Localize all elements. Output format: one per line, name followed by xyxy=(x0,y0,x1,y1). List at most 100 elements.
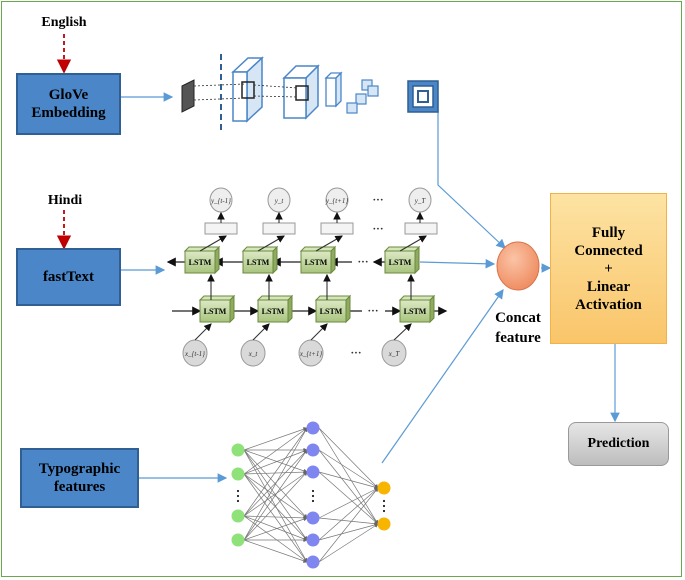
hindi-label: Hindi xyxy=(47,193,83,208)
lstm-ellipsis-mid: ··· xyxy=(372,223,383,235)
neural-network xyxy=(231,421,391,569)
fasttext-box: fastText xyxy=(16,248,121,306)
lstm-gate-box xyxy=(404,222,438,235)
lstm-gate-box xyxy=(262,222,296,235)
nn-edge xyxy=(318,471,379,525)
nn-edge xyxy=(243,471,308,517)
lstm-ellipsis-bottom: ··· xyxy=(350,347,361,359)
lstm-cell-label: LSTM xyxy=(320,307,343,316)
nn-input-node xyxy=(231,467,245,481)
typographic-features-box: Typographic features xyxy=(20,448,139,508)
nn-edge xyxy=(243,427,308,541)
nn-edge xyxy=(243,470,308,475)
nn-edge xyxy=(243,539,308,563)
lstm-input-arrow xyxy=(393,323,412,341)
concat-feature-label: Concat feature xyxy=(495,310,541,347)
nn-input-node xyxy=(231,443,245,457)
lstm-cell-forward-top xyxy=(256,295,294,301)
nn-edge xyxy=(318,523,379,563)
nn-edge xyxy=(318,522,379,541)
nn-hidden-node xyxy=(306,555,320,569)
lstm-cell-backward-top xyxy=(383,246,421,252)
lstm-input-label: x_{t-1} xyxy=(184,350,205,358)
lstm-input-arrow xyxy=(252,323,270,341)
glove-embedding-box: GloVe Embedding xyxy=(16,73,121,135)
nn-ellipsis-dot xyxy=(236,489,240,493)
lstm-to-gate-arrow xyxy=(199,235,227,252)
nn-edge xyxy=(243,515,308,520)
lstm-cell-label: LSTM xyxy=(247,258,270,267)
nn-input-node xyxy=(231,509,245,523)
nn-edge xyxy=(318,427,379,525)
nn-hidden-node xyxy=(306,533,320,547)
nn-ellipsis-dot xyxy=(311,494,315,498)
nn-edge xyxy=(243,449,308,475)
nn-edge xyxy=(318,471,379,490)
nn-edge xyxy=(243,515,308,541)
nn-edge xyxy=(318,449,379,489)
nn-edge xyxy=(243,473,308,541)
lstm-gate-box xyxy=(320,222,354,235)
lstm-cell-backward-top xyxy=(241,246,279,252)
lstm-output-label: y_T xyxy=(414,197,427,205)
nn-hidden-node xyxy=(306,465,320,479)
nn-edge xyxy=(243,473,308,563)
lstm-cell-backward-top xyxy=(183,246,221,252)
fully-connected-box: Fully Connected + Linear Activation xyxy=(550,193,667,344)
lstm-cell-forward-top xyxy=(314,295,352,301)
nn-hidden-node xyxy=(306,443,320,457)
nn-edge xyxy=(243,427,308,475)
nn-input-node xyxy=(231,533,245,547)
nn-ellipsis-dot xyxy=(382,509,386,513)
nn-edge xyxy=(243,449,308,517)
nn-edge xyxy=(243,427,308,517)
lstm-input-label: x_t xyxy=(248,350,259,358)
concat-circle xyxy=(496,241,540,291)
lstm-gate-box xyxy=(204,222,238,235)
nn-to-concat-arrow xyxy=(381,289,504,464)
nn-ellipsis-dot xyxy=(311,489,315,493)
english-label: English xyxy=(41,15,87,30)
prediction-box: Prediction xyxy=(568,422,669,466)
lstm-cell-label: LSTM xyxy=(204,307,227,316)
lstm-to-gate-arrow xyxy=(257,235,285,252)
cnn-icon xyxy=(181,54,439,132)
lstm-input-arrow xyxy=(310,323,328,341)
lstm-output-label: y_{t+1} xyxy=(325,197,349,205)
lstm-to-gate-arrow xyxy=(399,235,427,252)
lstm-input-arrow xyxy=(194,323,212,341)
nn-edge xyxy=(243,515,308,563)
nn-edge xyxy=(243,471,308,541)
lstm-cell-label: LSTM xyxy=(262,307,285,316)
nn-edge xyxy=(318,487,379,563)
lstm-cell-label: LSTM xyxy=(305,258,328,267)
nn-edge xyxy=(318,427,379,489)
nn-edge xyxy=(318,487,379,519)
nn-edge xyxy=(243,517,308,541)
lstm-to-concat-arrow xyxy=(419,258,496,269)
nn-ellipsis-dot xyxy=(311,499,315,503)
nn-edge xyxy=(243,427,308,451)
lstm-network: LSTM LSTM y_{t-1} x_{t-1} LSTM LSTM y_t x_t LSTM… xyxy=(166,187,448,367)
nn-ellipsis-dot xyxy=(236,494,240,498)
lstm-ellipsis-top: ··· xyxy=(372,194,383,206)
lstm-ellipsis-fwd: ··· xyxy=(367,305,378,317)
nn-edge xyxy=(318,487,379,541)
lstm-cell-label: LSTM xyxy=(404,307,427,316)
lstm-cell-forward-top xyxy=(198,295,236,301)
lstm-cell-label: LSTM xyxy=(389,258,412,267)
lstm-cell-label: LSTM xyxy=(189,258,212,267)
lstm-output-label: y_{t-1} xyxy=(210,197,231,205)
nn-hidden-node xyxy=(306,511,320,525)
lstm-input-label: x_{t+1} xyxy=(299,350,323,358)
nn-edge xyxy=(243,449,308,541)
cnn-to-concat-arrow xyxy=(437,97,506,249)
nn-output-node xyxy=(377,481,391,495)
nn-output-node xyxy=(377,517,391,531)
lstm-input-label: x_T xyxy=(388,350,401,358)
nn-edge xyxy=(318,517,379,526)
lstm-output-label: y_t xyxy=(274,197,285,205)
lstm-cell-forward-top xyxy=(398,295,436,301)
